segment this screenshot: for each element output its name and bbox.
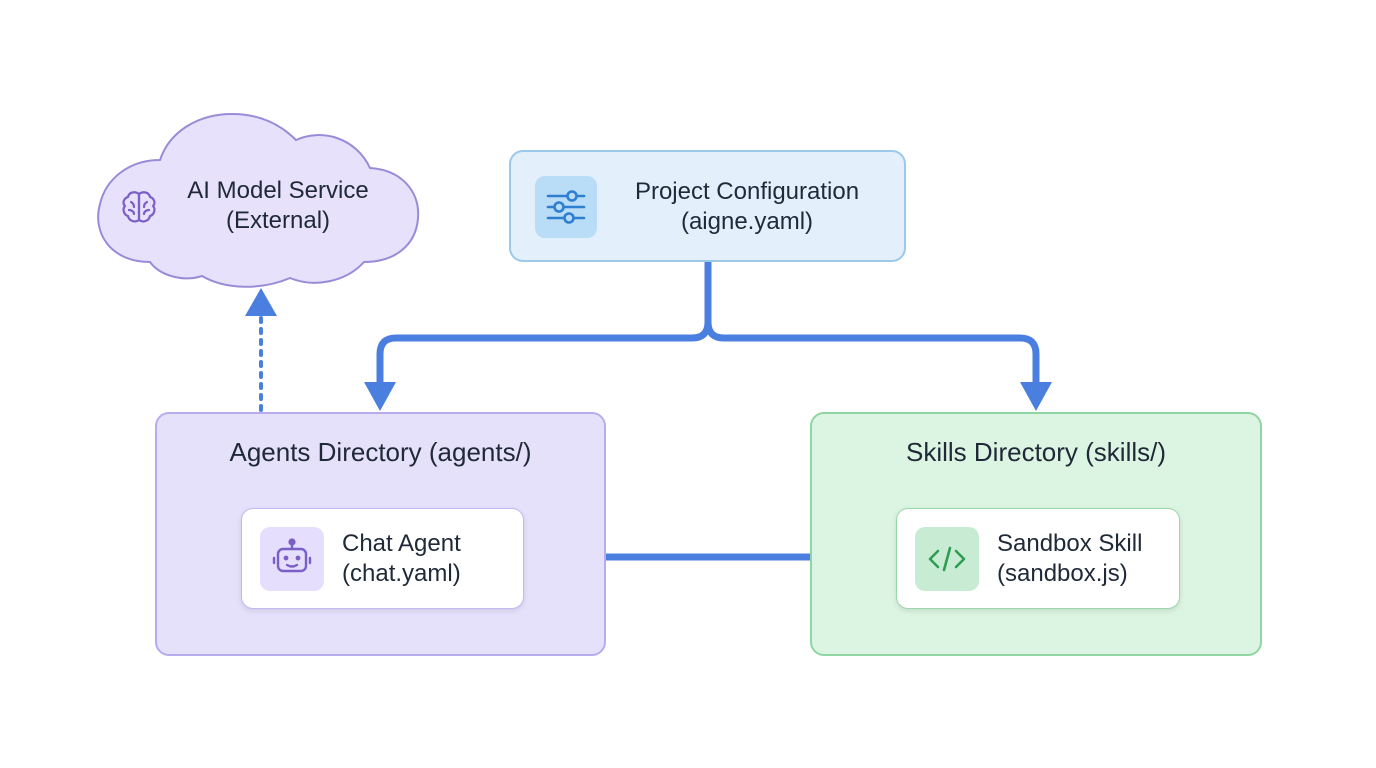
agents-directory-title: Agents Directory (agents/): [229, 437, 532, 467]
skills-directory-node: Skills Directory (skills/) Sandbox Skill…: [810, 412, 1262, 656]
sandbox-skill-subtitle: (sandbox.js): [997, 560, 1128, 587]
chat-agent-title: Chat Agent: [342, 530, 461, 557]
project-configuration-title: Project Configuration: [634, 178, 860, 205]
arrowhead-to-agents: [364, 382, 396, 411]
sliders-icon: [535, 176, 597, 238]
edge-config-to-skills-line: [704, 321, 1040, 386]
edge-config-trunk: [376, 262, 712, 386]
ai-model-service-label: AI Model Service (External): [168, 176, 388, 236]
robot-icon: [260, 527, 324, 591]
arrowhead-to-ai-model: [245, 288, 277, 316]
chat-agent-subtitle: (chat.yaml): [342, 560, 461, 587]
arrowhead-to-skills: [1020, 382, 1052, 411]
sandbox-skill-title: Sandbox Skill: [997, 530, 1143, 557]
brain-icon: [117, 185, 161, 229]
project-configuration-subtitle: (aigne.yaml): [680, 208, 814, 235]
agents-directory-node: Agents Directory (agents/) Chat Agent (c…: [155, 412, 606, 656]
sandbox-skill-label: Sandbox Skill (sandbox.js): [997, 529, 1142, 589]
project-configuration-node: Project Configuration (aigne.yaml): [509, 150, 906, 262]
ai-model-service-subtitle: (External): [225, 207, 331, 234]
project-configuration-label: Project Configuration (aigne.yaml): [607, 177, 887, 237]
code-icon: [915, 527, 979, 591]
ai-model-service-title: AI Model Service: [187, 177, 369, 204]
sandbox-skill-node: Sandbox Skill (sandbox.js): [896, 508, 1180, 609]
ai-model-service-cloud: [97, 112, 420, 288]
chat-agent-node: Chat Agent (chat.yaml): [241, 508, 524, 609]
skills-directory-title: Skills Directory (skills/): [906, 437, 1166, 467]
chat-agent-label: Chat Agent (chat.yaml): [342, 529, 461, 589]
